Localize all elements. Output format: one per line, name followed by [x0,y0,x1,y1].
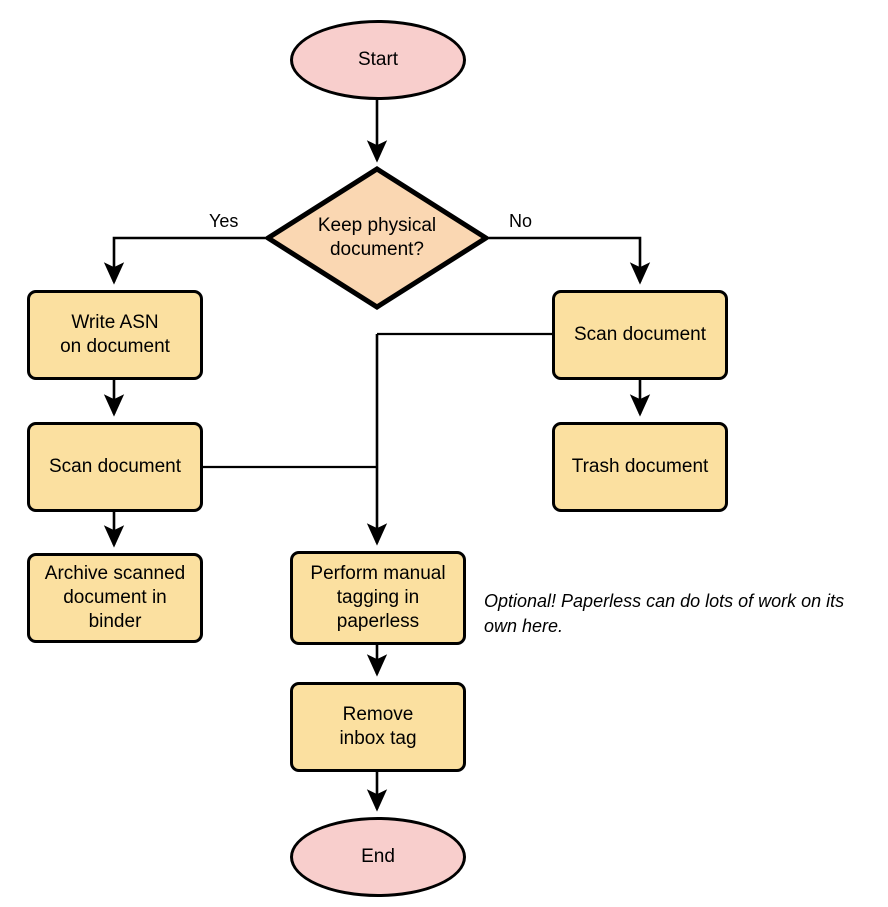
node-scan-document-right-label: Scan document [573,324,707,345]
edge-decision-no-to-scan-right [489,236,651,285]
node-archive-scanned-document[interactable]: Archive scanned document in binder [27,553,203,643]
annotation-optional-note: Optional! Paperless can do lots of work … [484,591,845,636]
node-start-label: Start [357,49,399,70]
node-remove-inbox-tag-label: Remove inbox tag [339,704,417,749]
node-start[interactable]: Start [290,20,466,100]
node-end-label: End [361,846,395,867]
node-archive-scanned-document-label: Archive scanned document in binder [44,563,186,632]
edge-label-yes: Yes [209,211,239,231]
node-perform-manual-tagging-label: Perform manual tagging in paperless [310,563,446,632]
edge-decision-yes-to-write-asn [103,236,265,285]
node-decision-label: Keep physical document? [317,215,437,260]
node-remove-inbox-tag[interactable]: Remove inbox tag [290,682,466,772]
node-write-asn-label: Write ASN on document [60,312,170,357]
node-decision-keep-physical-document[interactable]: Keep physical document? [265,166,489,310]
node-write-asn-on-document[interactable]: Write ASN on document [27,290,203,380]
node-trash-document[interactable]: Trash document [552,422,728,512]
node-scan-document-left[interactable]: Scan document [27,422,203,512]
node-scan-document-right[interactable]: Scan document [552,290,728,380]
node-trash-document-label: Trash document [571,456,709,477]
node-end[interactable]: End [290,817,466,897]
edge-label-no: No [509,211,533,231]
diamond-shape-icon [265,166,489,310]
node-scan-document-left-label: Scan document [48,456,182,477]
node-perform-manual-tagging[interactable]: Perform manual tagging in paperless [290,551,466,645]
